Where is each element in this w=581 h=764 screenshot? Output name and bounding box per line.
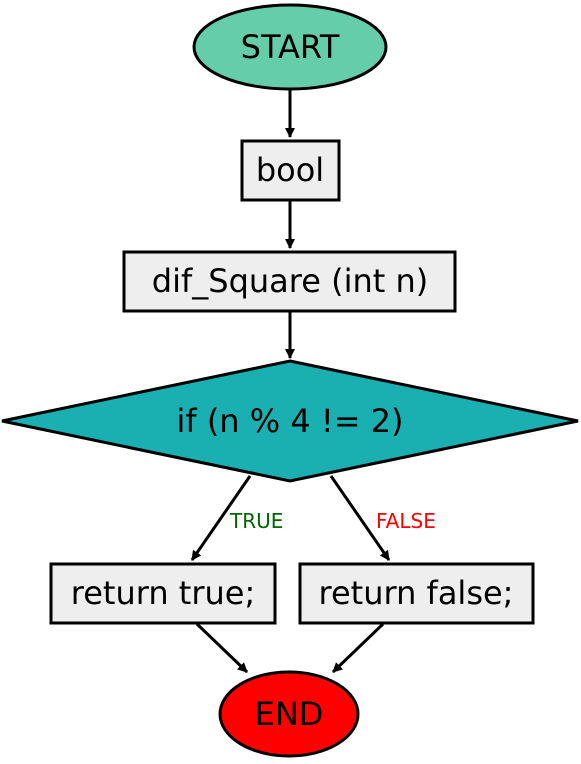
return-type-node-label: bool [256, 151, 324, 189]
edge-condition-to-true [190, 475, 252, 561]
condition-node: if (n % 4 != 2) [1, 359, 579, 483]
end-node-shape [218, 670, 360, 758]
return-false-node: return false; [298, 562, 535, 625]
start-node-label: START [241, 28, 340, 66]
function-signature-node-shape [122, 250, 457, 313]
return-type-node-shape [240, 139, 341, 202]
return-true-node: return true; [49, 562, 277, 625]
false-branch-label: FALSE [376, 509, 436, 533]
edge-condition-to-false [329, 475, 391, 561]
return-true-node-shape [49, 562, 277, 625]
true-branch-label: TRUE [229, 509, 283, 533]
end-node-label: END [255, 695, 324, 733]
return-type-node: bool [240, 139, 341, 202]
return-false-node-shape [298, 562, 535, 625]
condition-node-label: if (n % 4 != 2) [176, 402, 403, 440]
end-node: END [218, 670, 360, 758]
condition-node-shape [1, 359, 579, 483]
edge-true-to-end [195, 622, 249, 674]
return-true-node-label: return true; [71, 574, 255, 612]
start-node-shape [192, 3, 388, 91]
return-false-node-label: return false; [319, 574, 514, 612]
function-signature-node-label: dif_Square (int n) [152, 262, 428, 300]
edges [190, 90, 391, 674]
start-node: START [192, 3, 388, 91]
edge-false-to-end [331, 622, 385, 674]
function-signature-node: dif_Square (int n) [122, 250, 457, 313]
